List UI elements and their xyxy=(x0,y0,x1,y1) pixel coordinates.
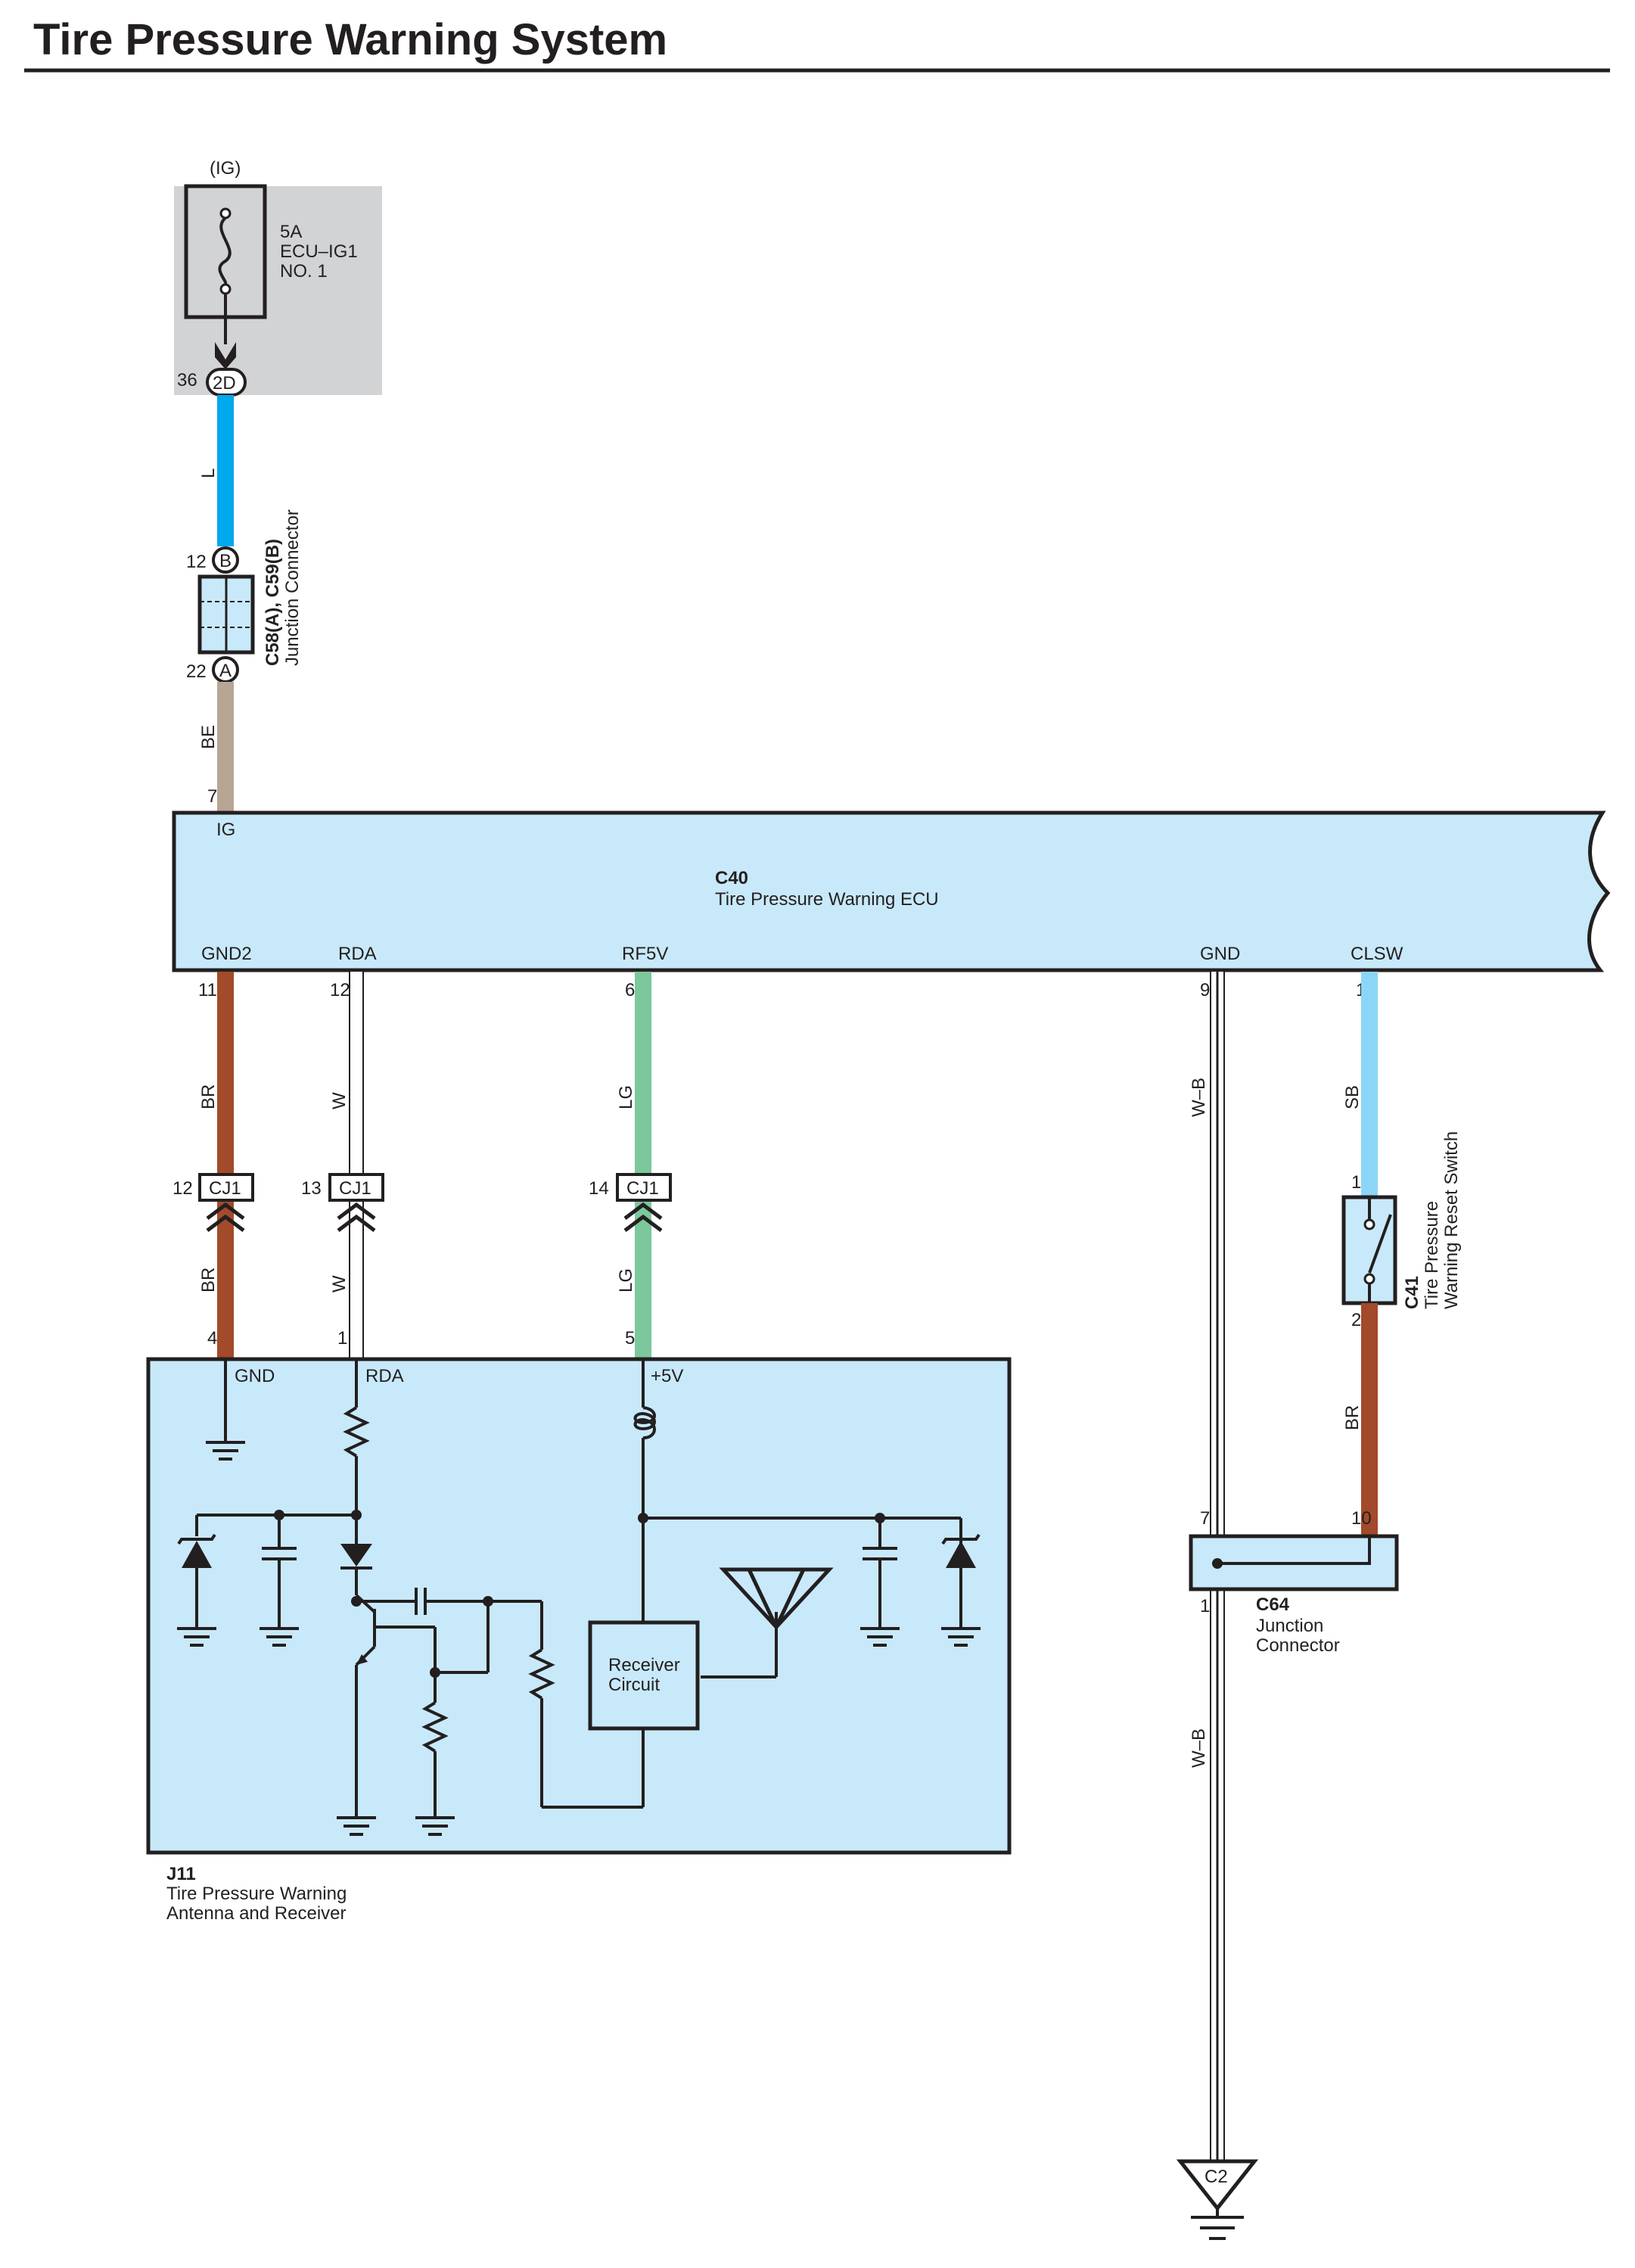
junction-bottom-pin: 22 xyxy=(186,661,207,682)
reset-switch-id: C41 xyxy=(1402,1276,1422,1309)
wire-w-label-lower: W xyxy=(329,1275,350,1293)
j11-pin-rda: 1 xyxy=(337,1328,347,1349)
junction-id-label: C58(A), C59(B) xyxy=(263,539,283,666)
wire-wb-label-lower: W–B xyxy=(1189,1728,1209,1768)
receiver-body xyxy=(146,1357,1012,1855)
switch-top-pin: 1 xyxy=(1351,1172,1361,1193)
zener-diode-icon xyxy=(182,1541,212,1568)
ecu-terminal-rda: RDA xyxy=(338,944,377,964)
cj1-label-13: CJ1 xyxy=(339,1178,371,1199)
receiver-label-5v: +5V xyxy=(651,1366,683,1386)
ecu-ig-pin: 7 xyxy=(207,786,217,807)
ecu-pin-gnd2: 11 xyxy=(198,980,217,1000)
connector-2d-label: 2D xyxy=(213,373,236,394)
connector-b-label: B xyxy=(219,551,232,571)
ecu-terminal-rf5v: RF5V xyxy=(622,944,668,964)
ecu-id: C40 xyxy=(715,868,748,888)
switch-icon xyxy=(1368,1214,1392,1274)
tire-pressure-warning-reset-switch xyxy=(1341,1195,1397,1305)
tire-pressure-warning-ecu: IG C40 Tire Pressure Warning ECU GND2 RD… xyxy=(172,810,1611,972)
inductor-icon xyxy=(633,1406,656,1439)
wire-br-label-lower: BR xyxy=(198,1268,219,1293)
fuse-block: (IG) 5A ECU–IG1 NO. 1 36 2D xyxy=(174,158,382,397)
c64-id: C64 xyxy=(1256,1594,1290,1615)
connector-cj1-14: 14 CJ1 xyxy=(589,1173,672,1232)
antenna-icon xyxy=(719,1567,834,1632)
junction-connector-c58: B 12 A 22 C58(A), C59(B) Junction Connec… xyxy=(186,509,303,683)
wire-sb-label: SB xyxy=(1342,1085,1363,1109)
ecu-terminal-gnd2: GND2 xyxy=(201,944,252,964)
ecu-terminal-clsw: CLSW xyxy=(1351,944,1403,964)
wire-lg-label-lower: LG xyxy=(616,1268,636,1293)
fuse-rating: 5A xyxy=(280,222,302,242)
receiver-circuit-block xyxy=(588,1620,700,1731)
c64-name-line1: Junction xyxy=(1256,1616,1323,1636)
ground-point-c2: C2 xyxy=(1176,2159,1259,2240)
ecu-name: Tire Pressure Warning ECU xyxy=(715,889,939,910)
receiver-label-rda: RDA xyxy=(365,1366,404,1386)
cj1-pin-13: 13 xyxy=(301,1178,322,1199)
resistor-icon xyxy=(343,1406,370,1458)
junction-connector-c64 xyxy=(1189,1534,1399,1591)
wire-lg-label-upper: LG xyxy=(616,1085,636,1109)
connector-cj1-13: 13 CJ1 xyxy=(301,1173,384,1232)
cj1-label-14: CJ1 xyxy=(626,1178,659,1199)
cj1-chevron-icon xyxy=(623,1202,663,1232)
cj1-label-12: CJ1 xyxy=(209,1178,241,1199)
power-source-label: (IG) xyxy=(210,158,241,179)
resistor-icon xyxy=(421,1701,449,1753)
junction-top-pin: 12 xyxy=(186,552,207,572)
j11-pin-gnd: 4 xyxy=(207,1328,217,1349)
receiver-name-line2: Antenna and Receiver xyxy=(166,1903,347,1924)
diode-icon xyxy=(340,1544,372,1566)
connector-b-circle xyxy=(212,546,239,574)
ecu-terminal-gnd: GND xyxy=(1200,944,1240,964)
ecu-body xyxy=(172,810,1611,972)
ecu-pin-rf5v: 6 xyxy=(625,980,635,1000)
fuse-name-line2: NO. 1 xyxy=(280,261,328,282)
connector-cj1-12: 12 CJ1 xyxy=(173,1173,254,1232)
connector-a-label: A xyxy=(219,661,232,681)
tire-pressure-antenna-receiver: GND RDA +5V xyxy=(146,1357,1012,1855)
c64-pin-left: 7 xyxy=(1200,1508,1210,1529)
wire-w-label-upper: W xyxy=(329,1092,350,1109)
reset-switch-name-line2: Warning Reset Switch xyxy=(1441,1131,1462,1309)
cj1-chevron-icon xyxy=(337,1202,376,1232)
c64-pin-right: 10 xyxy=(1351,1508,1372,1529)
cj1-pin-12: 12 xyxy=(173,1178,193,1199)
wire-l-label: L xyxy=(198,468,219,478)
receiver-circuit-line1: Receiver xyxy=(608,1655,680,1675)
receiver-name-line1: Tire Pressure Warning xyxy=(166,1884,347,1904)
c64-name-line2: Connector xyxy=(1256,1635,1340,1656)
ecu-pin-rda: 12 xyxy=(330,980,350,1000)
ecu-ig-label: IG xyxy=(216,820,235,840)
wire-be-label: BE xyxy=(198,725,219,749)
wire-br-label-upper: BR xyxy=(198,1084,219,1109)
wire-wb-label-upper: W–B xyxy=(1189,1078,1209,1117)
fuse-pin-number: 36 xyxy=(177,370,197,390)
cj1-pin-14: 14 xyxy=(589,1178,609,1199)
receiver-id: J11 xyxy=(166,1864,196,1884)
c64-pin-bottom: 1 xyxy=(1200,1596,1210,1616)
fuse-name-line1: ECU–IG1 xyxy=(280,241,358,262)
receiver-label-gnd: GND xyxy=(235,1366,275,1386)
ground-point-triangle xyxy=(1176,2159,1259,2212)
resistor-icon xyxy=(528,1648,555,1700)
cj1-chevron-icon xyxy=(206,1202,245,1232)
page-title: Tire Pressure Warning System xyxy=(33,15,667,64)
zener-diode-icon xyxy=(946,1541,976,1568)
ecu-pin-gnd: 9 xyxy=(1200,980,1210,1000)
receiver-circuit-line2: Circuit xyxy=(608,1675,660,1695)
connector-arrow-icon xyxy=(215,342,236,369)
wire-w-rda xyxy=(349,972,364,1359)
ground-point-label: C2 xyxy=(1204,2167,1228,2187)
relay-box-background xyxy=(174,186,382,395)
transistor-icon xyxy=(356,1654,368,1665)
reset-switch-name-line1: Tire Pressure xyxy=(1422,1201,1442,1309)
wire-br-switch-label: BR xyxy=(1342,1405,1363,1430)
switch-bottom-pin: 2 xyxy=(1351,1310,1361,1330)
junction-name-label: Junction Connector xyxy=(282,509,303,666)
j11-pin-5v: 5 xyxy=(625,1328,635,1349)
